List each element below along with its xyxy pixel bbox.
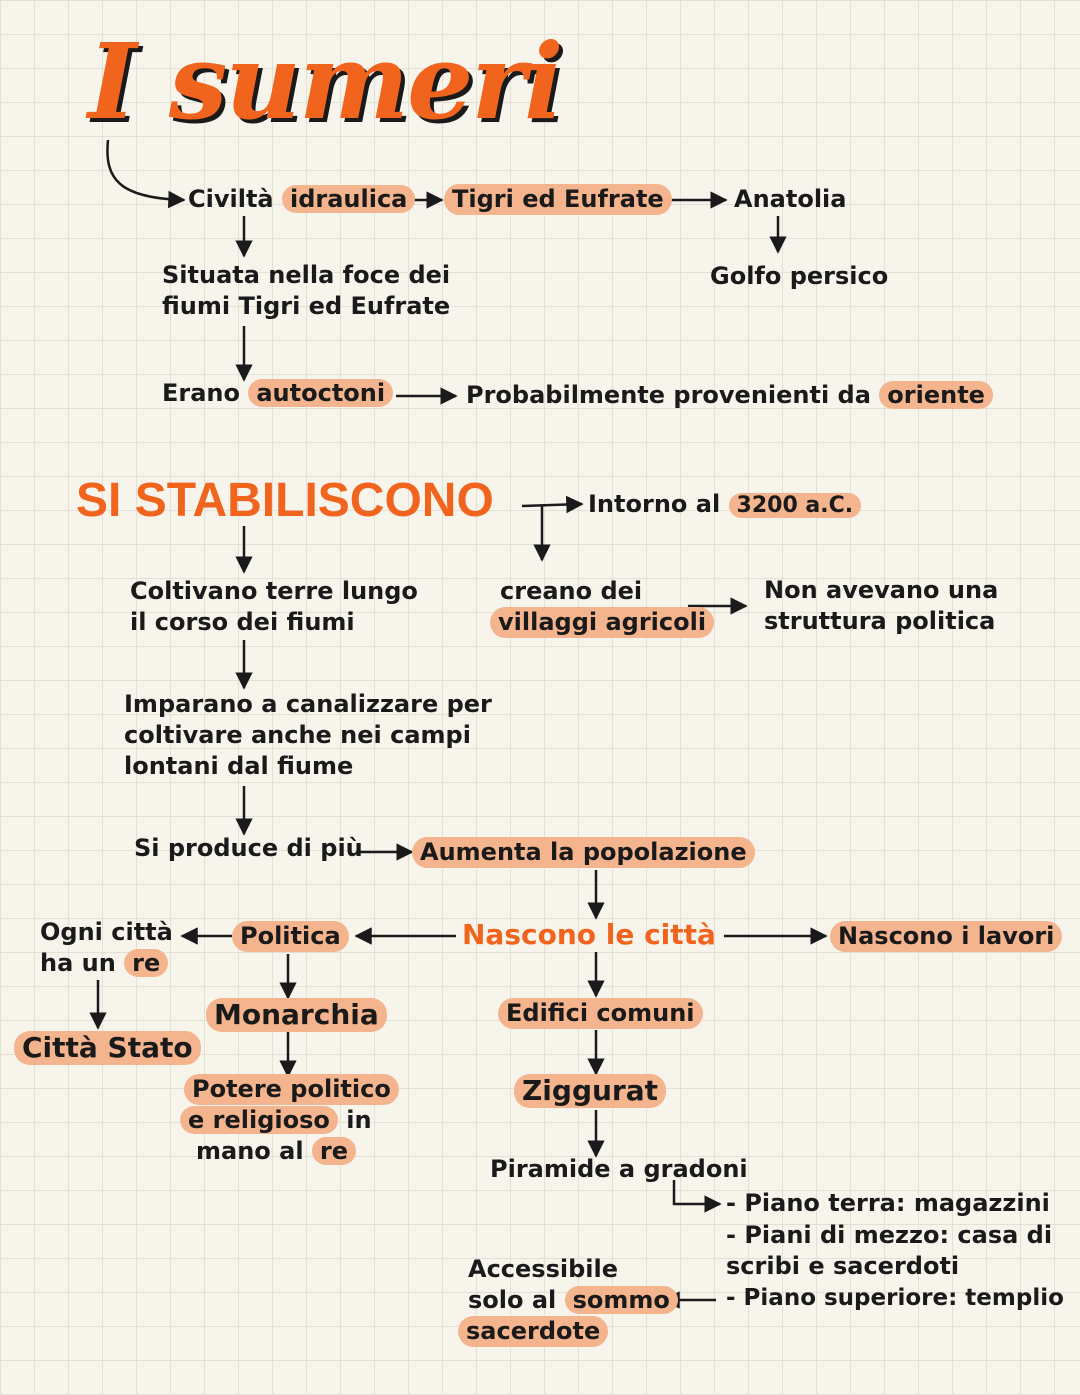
section-heading-si-stabiliscono: SI STABILISCONO <box>76 474 494 527</box>
villaggi-highlight: villaggi agricoli <box>490 607 715 638</box>
accessibile-line-1: Accessibile <box>468 1255 619 1283</box>
citta-stato-node: Città Stato <box>14 1031 201 1065</box>
page-title: I sumeri <box>88 20 564 143</box>
piramide-node: Piramide a gradoni <box>490 1155 748 1183</box>
probabilmente-label: Probabilmente provenienti da <box>466 381 871 409</box>
creano-label: creano dei <box>500 577 643 605</box>
autoctoni-highlight: autoctoni <box>248 379 394 407</box>
aumenta-popolazione-node: Aumenta la popolazione <box>412 837 755 868</box>
ogni-citta-line-2: ha un re <box>40 948 169 979</box>
erano-node: Erano autoctoni <box>162 378 394 409</box>
intorno-node: Intorno al 3200 a.C. <box>588 489 862 521</box>
non-avevano-line-2: struttura politica <box>764 607 996 635</box>
golfo-persico-node: Golfo persico <box>710 262 889 290</box>
arrow-piramide-piani <box>672 1180 722 1213</box>
anatolia-node: Anatolia <box>734 185 847 213</box>
potere-line-1: Potere politico <box>184 1074 399 1105</box>
potere-line-2: e religioso in <box>180 1105 372 1136</box>
erano-label: Erano <box>162 379 240 407</box>
piani-mezzo-line: - Piani di mezzo: casa di <box>726 1221 1053 1249</box>
probabilmente-node: Probabilmente provenienti da oriente <box>466 380 993 411</box>
solo-al-label: solo al <box>468 1286 557 1314</box>
situata-line-1: Situata nella foce dei <box>162 261 451 289</box>
accessibile-line-2: solo al sommo <box>468 1285 678 1316</box>
coltivano-line-1: Coltivano terre lungo <box>130 577 418 605</box>
edifici-comuni-node: Edifici comuni <box>498 998 703 1029</box>
situata-line-2: fiumi Tigri ed Eufrate <box>162 292 451 320</box>
potere-in-label: in <box>346 1106 372 1134</box>
imparano-line-1: Imparano a canalizzare per <box>124 690 492 718</box>
coltivano-line-2: il corso dei fiumi <box>130 608 355 636</box>
mano-al-label: mano al <box>196 1137 304 1165</box>
monarchia-node: Monarchia <box>206 998 387 1032</box>
religioso-highlight: e religioso <box>180 1106 338 1134</box>
piano-terra-line: - Piano terra: magazzini <box>726 1189 1050 1217</box>
ziggurat-node: Ziggurat <box>514 1074 667 1108</box>
imparano-line-2: coltivare anche nei campi <box>124 721 471 749</box>
scribi-sacerdoti-line: scribi e sacerdoti <box>726 1252 960 1280</box>
ogni-citta-label: ha un <box>40 949 116 977</box>
re-highlight: re <box>124 949 169 977</box>
date-highlight: 3200 a.C. <box>728 493 862 518</box>
nascono-lavori-node: Nascono i lavori <box>830 921 1063 952</box>
arrow-title-civilta <box>106 139 186 209</box>
tigri-eufrate-node: Tigri ed Eufrate <box>444 184 672 215</box>
ogni-citta-line-1: Ogni città <box>40 918 173 946</box>
civilta-node: Civiltà idraulica <box>188 184 416 215</box>
potere-line-3: mano al re <box>196 1136 357 1167</box>
politica-node: Politica <box>232 921 349 952</box>
idraulica-highlight: idraulica <box>281 185 416 213</box>
civilta-label: Civiltà <box>188 185 274 213</box>
sommo-highlight: sommo <box>564 1286 678 1314</box>
non-avevano-line-1: Non avevano una <box>764 576 999 604</box>
imparano-line-3: lontani dal fiume <box>124 752 354 780</box>
arrow-stabiliscono-intorno <box>521 495 584 514</box>
sacerdote-highlight: sacerdote <box>458 1316 609 1347</box>
oriente-highlight: oriente <box>879 381 993 409</box>
piano-superiore-line: - Piano superiore: templio <box>726 1285 1064 1311</box>
nascono-citta-node: Nascono le città <box>462 918 716 951</box>
si-produce-node: Si produce di più <box>134 834 363 862</box>
intorno-label: Intorno al <box>588 490 721 518</box>
re-highlight-2: re <box>311 1137 357 1165</box>
